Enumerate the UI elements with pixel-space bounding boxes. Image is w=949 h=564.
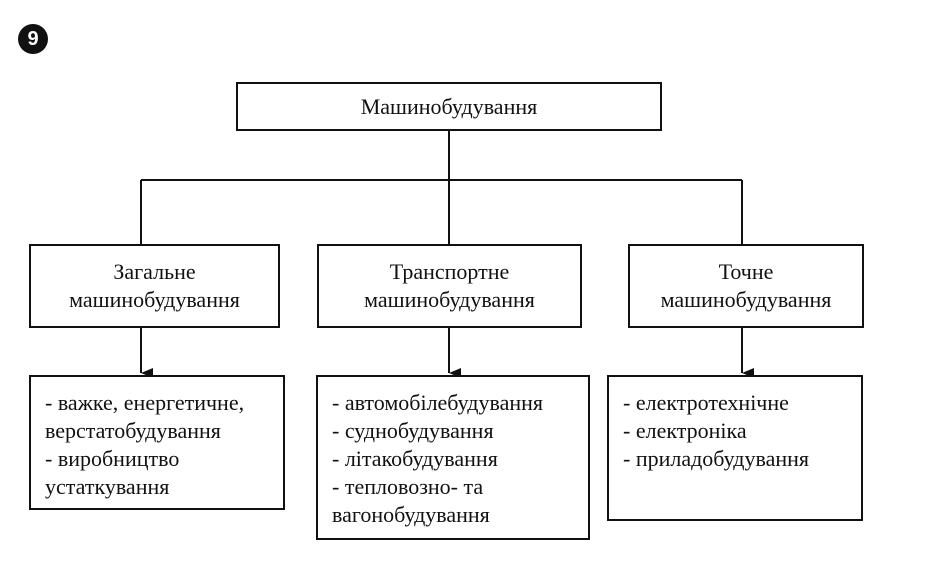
list-item: верстатобудування [45,418,221,443]
category-label-line2: машинобудування [660,287,832,312]
list-item: - суднобудування [332,418,494,443]
list-item: - електроніка [623,418,747,443]
category-label-line2: машинобудування [69,287,240,312]
task-number-badge: 9 [18,24,48,54]
list-node-general: - важке, енергетичне, верстатобудування … [29,375,285,510]
list-item: - літакобудування [332,446,498,471]
category-node-transport: Транспортне машинобудування [317,244,582,328]
root-node: Машинобудування [236,82,662,131]
category-label-line1: Точне [718,259,774,284]
category-label-line1: Загальне [113,259,196,284]
category-node-general: Загальне машинобудування [29,244,280,328]
category-node-precision: Точне машинобудування [628,244,864,328]
list-item: устаткування [45,474,170,499]
root-node-label: Машинобудування [360,93,538,119]
list-item: - виробництво [45,446,180,471]
list-item: - тепловозно- та [332,474,484,499]
list-item: - приладобудування [623,446,810,471]
list-node-precision: - електротехнічне - електроніка - прилад… [607,375,863,521]
list-item: - автомобілебудування [332,390,543,415]
category-label-line2: машинобудування [364,287,535,312]
category-label-line1: Транспортне [389,259,510,284]
list-node-transport: - автомобілебудування - суднобудування -… [316,375,590,540]
list-item: вагонобудування [332,502,490,527]
list-item: - електротехнічне [623,390,789,415]
list-item: - важке, енергетичне, [45,390,245,415]
